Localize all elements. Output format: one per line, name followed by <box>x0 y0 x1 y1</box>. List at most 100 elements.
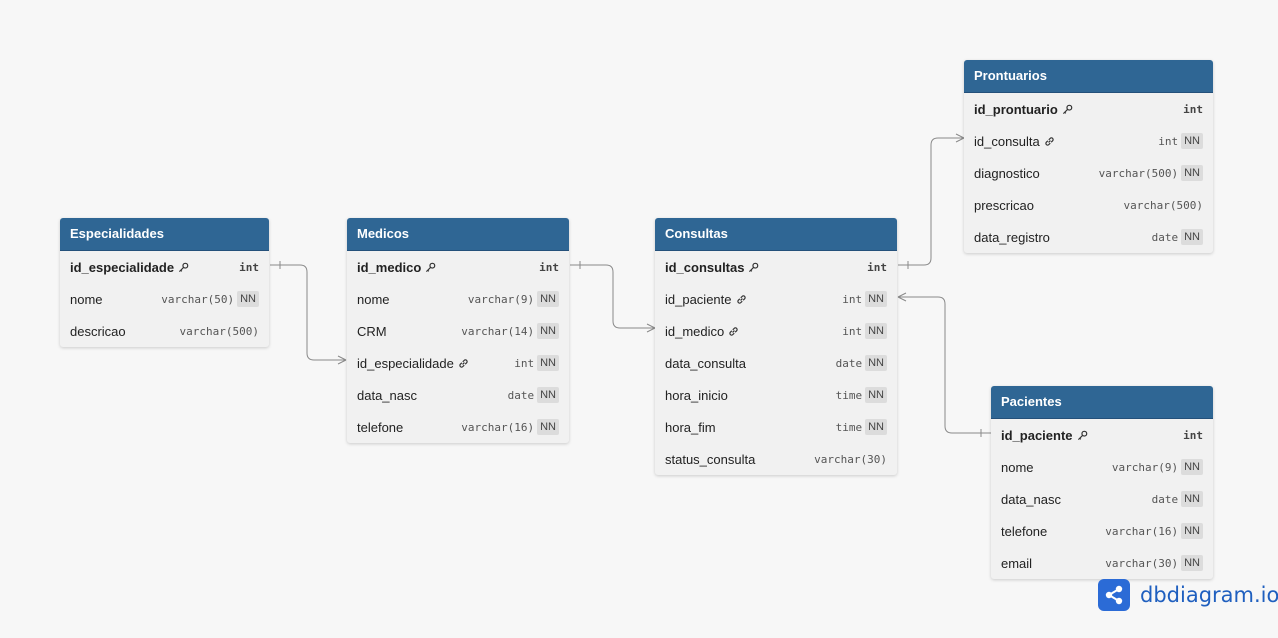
field-name: id_consulta <box>974 133 1040 149</box>
field-name: data_nasc <box>1001 491 1061 507</box>
key-icon <box>1077 430 1088 441</box>
field-name-cell: hora_fim <box>665 420 836 435</box>
table-header[interactable]: Consultas <box>655 218 897 251</box>
field-name: id_paciente <box>665 291 732 307</box>
field-name-cell: nome <box>357 292 468 307</box>
field-name: hora_inicio <box>665 387 728 403</box>
field-type: int <box>842 292 863 306</box>
not-null-badge: NN <box>865 291 887 307</box>
not-null-badge: NN <box>537 291 559 307</box>
field-name-cell: id_paciente <box>665 292 842 307</box>
field-name: data_nasc <box>357 387 417 403</box>
table-header[interactable]: Prontuarios <box>964 60 1213 93</box>
field-type: int <box>239 260 259 274</box>
link-icon <box>1044 136 1055 147</box>
field-name-cell: CRM <box>357 324 461 339</box>
key-icon <box>425 262 436 273</box>
not-null-badge: NN <box>537 323 559 339</box>
field-name-cell: data_consulta <box>665 356 836 371</box>
field-name-cell: diagnostico <box>974 166 1099 181</box>
field-name-cell: id_medico <box>665 324 842 339</box>
relation-medicos-consultas <box>570 264 655 329</box>
key-icon <box>748 262 759 273</box>
field-type: date <box>507 388 535 402</box>
not-null-badge: NN <box>865 419 887 435</box>
field-type: int <box>1183 102 1203 116</box>
not-null-badge: NN <box>1181 459 1203 475</box>
field-row[interactable]: nome varchar(9)NN <box>347 283 569 315</box>
field-name-cell: id_consultas <box>665 260 867 275</box>
brand-label: dbdiagram.io <box>1140 583 1278 607</box>
field-name-cell: status_consulta <box>665 452 814 467</box>
field-name: id_prontuario <box>974 101 1058 117</box>
field-name: status_consulta <box>665 451 756 467</box>
field-type: varchar(14) <box>461 324 535 338</box>
field-type: time <box>835 388 863 402</box>
not-null-badge: NN <box>1181 229 1203 245</box>
not-null-badge: NN <box>1181 555 1203 571</box>
field-name: id_paciente <box>1001 427 1073 443</box>
not-null-badge: NN <box>865 387 887 403</box>
table-header[interactable]: Especialidades <box>60 218 269 251</box>
key-icon <box>178 262 189 273</box>
field-name-cell: telefone <box>1001 524 1105 539</box>
field-name: nome <box>357 291 390 307</box>
field-name-cell: email <box>1001 556 1105 571</box>
field-type: time <box>835 420 863 434</box>
field-type: date <box>835 356 863 370</box>
field-type: int <box>539 260 559 274</box>
field-row[interactable]: id_prontuario int <box>964 93 1213 125</box>
relation-especialidades-medicos <box>270 264 346 361</box>
field-type: varchar(9) <box>467 292 535 306</box>
key-icon <box>1062 104 1073 115</box>
link-icon <box>458 358 469 369</box>
table-header[interactable]: Medicos <box>347 218 569 251</box>
field-type: varchar(500) <box>179 324 259 338</box>
field-name: hora_fim <box>665 419 716 435</box>
field-type: varchar(16) <box>461 420 535 434</box>
field-name-cell: id_especialidade <box>357 356 514 371</box>
field-type: int <box>842 324 863 338</box>
field-type: varchar(30) <box>1105 556 1179 570</box>
field-name: id_especialidade <box>357 355 454 371</box>
field-type: int <box>1158 134 1179 148</box>
field-name-cell: nome <box>70 292 161 307</box>
field-name: data_consulta <box>665 355 746 371</box>
not-null-badge: NN <box>865 323 887 339</box>
field-name: data_registro <box>974 229 1050 245</box>
not-null-badge: NN <box>537 355 559 371</box>
not-null-badge: NN <box>1181 491 1203 507</box>
brand-logo[interactable]: dbdiagram.io <box>1098 579 1278 611</box>
table-header[interactable]: Pacientes <box>991 386 1213 419</box>
field-type: varchar(500) <box>1123 198 1203 212</box>
